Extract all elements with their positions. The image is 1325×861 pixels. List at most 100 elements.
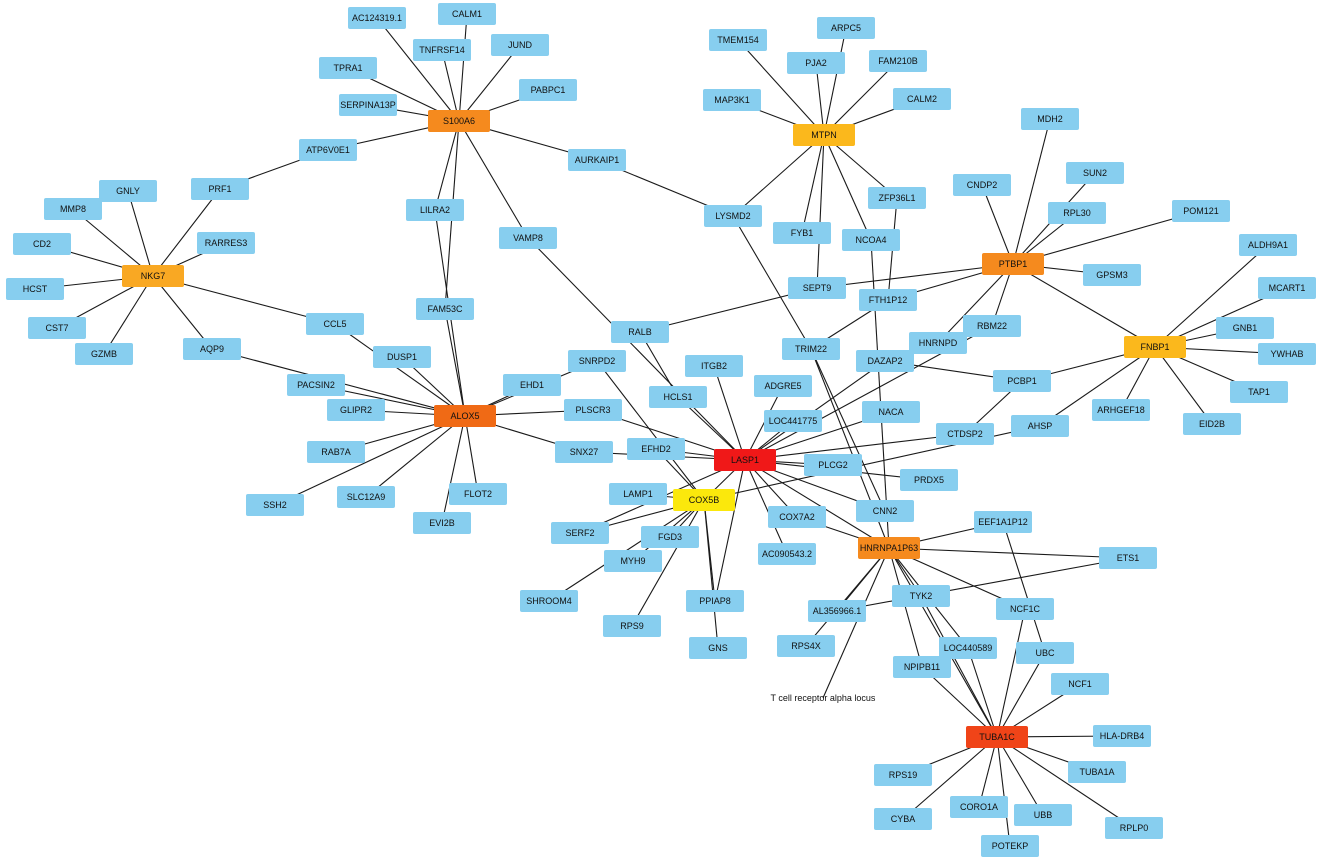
node-plscr3[interactable]: PLSCR3: [564, 399, 622, 421]
node-hnrnpd[interactable]: HNRNPD: [909, 332, 967, 354]
node-hcls1[interactable]: HCLS1: [649, 386, 707, 408]
node-naca[interactable]: NACA: [862, 401, 920, 423]
node-mmp8[interactable]: MMP8: [44, 198, 102, 220]
node-prdx5[interactable]: PRDX5: [900, 469, 958, 491]
node-ppiap8[interactable]: PPIAP8: [686, 590, 744, 612]
node-lasp1[interactable]: LASP1: [714, 449, 776, 471]
node-cnn2[interactable]: CNN2: [856, 500, 914, 522]
node-ncf1[interactable]: NCF1: [1051, 673, 1109, 695]
node-evi2b[interactable]: EVI2B: [413, 512, 471, 534]
node-eef1a1p12[interactable]: EEF1A1P12: [974, 511, 1032, 533]
node-ncf1c[interactable]: NCF1C: [996, 598, 1054, 620]
node-ptbp1[interactable]: PTBP1: [982, 253, 1044, 275]
node-aldh9a1[interactable]: ALDH9A1: [1239, 234, 1297, 256]
node-pom121[interactable]: POM121: [1172, 200, 1230, 222]
node-sept9[interactable]: SEPT9: [788, 277, 846, 299]
node-snrpd2[interactable]: SNRPD2: [568, 350, 626, 372]
node-arpc5[interactable]: ARPC5: [817, 17, 875, 39]
node-ccl5[interactable]: CCL5: [306, 313, 364, 335]
node-cst7[interactable]: CST7: [28, 317, 86, 339]
node-slc12a9[interactable]: SLC12A9: [337, 486, 395, 508]
node-pja2[interactable]: PJA2: [787, 52, 845, 74]
node-ubb[interactable]: UBB: [1014, 804, 1072, 826]
node-tap1[interactable]: TAP1: [1230, 381, 1288, 403]
node-aurkaip1[interactable]: AURKAIP1: [568, 149, 626, 171]
node-rplp0[interactable]: RPLP0: [1105, 817, 1163, 839]
node-pabpc1[interactable]: PABPC1: [519, 79, 577, 101]
node-fyb1[interactable]: FYB1: [773, 222, 831, 244]
node-pcbp1[interactable]: PCBP1: [993, 370, 1051, 392]
node-gnly[interactable]: GNLY: [99, 180, 157, 202]
node-ssh2[interactable]: SSH2: [246, 494, 304, 516]
node-gpsm3[interactable]: GPSM3: [1083, 264, 1141, 286]
node-rps19[interactable]: RPS19: [874, 764, 932, 786]
node-ubc[interactable]: UBC: [1016, 642, 1074, 664]
node-trim22[interactable]: TRIM22: [782, 338, 840, 360]
node-fam53c[interactable]: FAM53C: [416, 298, 474, 320]
node-fam210b[interactable]: FAM210B: [869, 50, 927, 72]
node-rps4x[interactable]: RPS4X: [777, 635, 835, 657]
node-t-cell-receptor-alpha-locus[interactable]: T cell receptor alpha locus: [771, 693, 876, 703]
node-arhgef18[interactable]: ARHGEF18: [1092, 399, 1150, 421]
node-loc441775[interactable]: LOC441775: [764, 410, 822, 432]
node-cox7a2[interactable]: COX7A2: [768, 506, 826, 528]
node-rpl30[interactable]: RPL30: [1048, 202, 1106, 224]
node-gns[interactable]: GNS: [689, 637, 747, 659]
node-mdh2[interactable]: MDH2: [1021, 108, 1079, 130]
node-rarres3[interactable]: RARRES3: [197, 232, 255, 254]
node-ahsp[interactable]: AHSP: [1011, 415, 1069, 437]
node-sun2[interactable]: SUN2: [1066, 162, 1124, 184]
node-cndp2[interactable]: CNDP2: [953, 174, 1011, 196]
node-fth1p12[interactable]: FTH1P12: [859, 289, 917, 311]
node-tuba1c[interactable]: TUBA1C: [966, 726, 1028, 748]
node-map3k1[interactable]: MAP3K1: [703, 89, 761, 111]
node-snx27[interactable]: SNX27: [555, 441, 613, 463]
node-serf2[interactable]: SERF2: [551, 522, 609, 544]
node-gnb1[interactable]: GNB1: [1216, 317, 1274, 339]
node-tnfrsf14[interactable]: TNFRSF14: [413, 39, 471, 61]
node-itgb2[interactable]: ITGB2: [685, 355, 743, 377]
node-tpra1[interactable]: TPRA1: [319, 57, 377, 79]
node-cox5b[interactable]: COX5B: [673, 489, 735, 511]
node-plcg2[interactable]: PLCG2: [804, 454, 862, 476]
node-mtpn[interactable]: MTPN: [793, 124, 855, 146]
node-pacsin2[interactable]: PACSIN2: [287, 374, 345, 396]
node-dazap2[interactable]: DAZAP2: [856, 350, 914, 372]
node-adgre5[interactable]: ADGRE5: [754, 375, 812, 397]
node-tmem154[interactable]: TMEM154: [709, 29, 767, 51]
node-lamp1[interactable]: LAMP1: [609, 483, 667, 505]
node-ywhab[interactable]: YWHAB: [1258, 343, 1316, 365]
node-vamp8[interactable]: VAMP8: [499, 227, 557, 249]
node-shroom4[interactable]: SHROOM4: [520, 590, 578, 612]
node-rab7a[interactable]: RAB7A: [307, 441, 365, 463]
node-eid2b[interactable]: EID2B: [1183, 413, 1241, 435]
node-tuba1a[interactable]: TUBA1A: [1068, 761, 1126, 783]
node-efhd2[interactable]: EFHD2: [627, 438, 685, 460]
node-ncoa4[interactable]: NCOA4: [842, 229, 900, 251]
node-rbm22[interactable]: RBM22: [963, 315, 1021, 337]
node-cd2[interactable]: CD2: [13, 233, 71, 255]
node-al356966-1[interactable]: AL356966.1: [808, 600, 866, 622]
node-fnbp1[interactable]: FNBP1: [1124, 336, 1186, 358]
node-aqp9[interactable]: AQP9: [183, 338, 241, 360]
node-lilra2[interactable]: LILRA2: [406, 199, 464, 221]
node-npipb11[interactable]: NPIPB11: [893, 656, 951, 678]
node-mcart1[interactable]: MCART1: [1258, 277, 1316, 299]
node-glipr2[interactable]: GLIPR2: [327, 399, 385, 421]
node-atp6v0e1[interactable]: ATP6V0E1: [299, 139, 357, 161]
node-hcst[interactable]: HCST: [6, 278, 64, 300]
node-calm2[interactable]: CALM2: [893, 88, 951, 110]
node-tyk2[interactable]: TYK2: [892, 585, 950, 607]
node-coro1a[interactable]: CORO1A: [950, 796, 1008, 818]
node-potekp[interactable]: POTEKP: [981, 835, 1039, 857]
node-ehd1[interactable]: EHD1: [503, 374, 561, 396]
node-prf1[interactable]: PRF1: [191, 178, 249, 200]
node-calm1[interactable]: CALM1: [438, 3, 496, 25]
node-hla-drb4[interactable]: HLA-DRB4: [1093, 725, 1151, 747]
node-alox5[interactable]: ALOX5: [434, 405, 496, 427]
node-lysmd2[interactable]: LYSMD2: [704, 205, 762, 227]
node-myh9[interactable]: MYH9: [604, 550, 662, 572]
node-fgd3[interactable]: FGD3: [641, 526, 699, 548]
node-s100a6[interactable]: S100A6: [428, 110, 490, 132]
node-cyba[interactable]: CYBA: [874, 808, 932, 830]
